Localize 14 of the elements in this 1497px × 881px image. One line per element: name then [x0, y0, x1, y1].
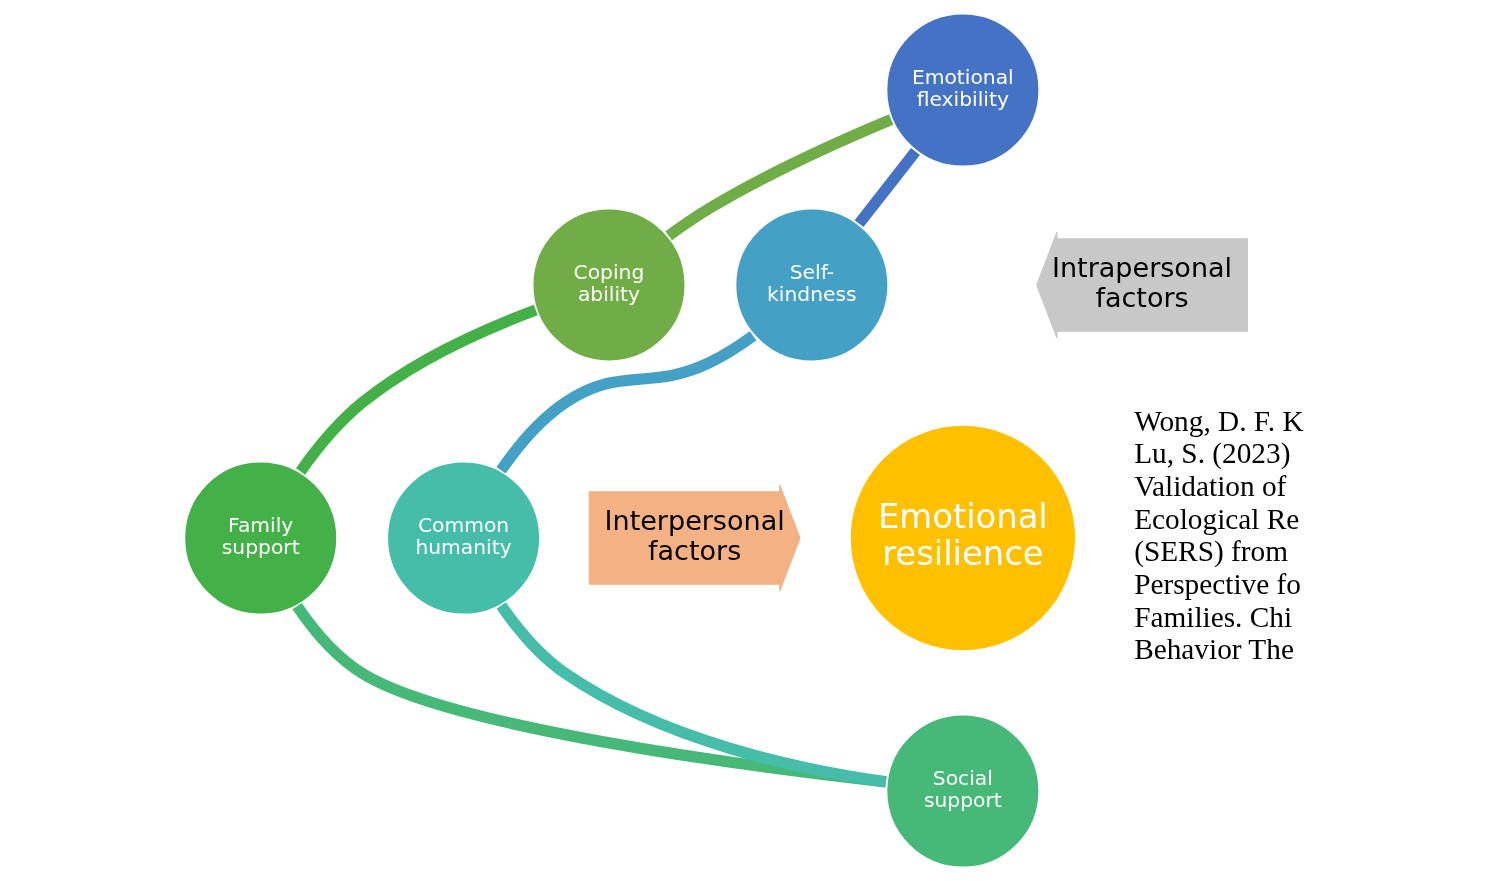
label: Validation of: [1133, 470, 1286, 503]
label: Behavior The: [1133, 633, 1294, 666]
connector: [496, 602, 887, 788]
connector: [496, 331, 756, 474]
connector: [295, 304, 538, 475]
connector: [854, 148, 920, 228]
label: Ecological Re: [1133, 502, 1299, 535]
label: (SERS) from: [1133, 535, 1288, 568]
connector: [664, 114, 893, 241]
label: Wong, D. F. K: [1133, 404, 1304, 437]
label: Families. Chi: [1133, 600, 1292, 633]
label: Perspective fo: [1133, 568, 1301, 601]
label: Lu, S. (2023): [1133, 437, 1290, 470]
connector: [291, 602, 886, 788]
